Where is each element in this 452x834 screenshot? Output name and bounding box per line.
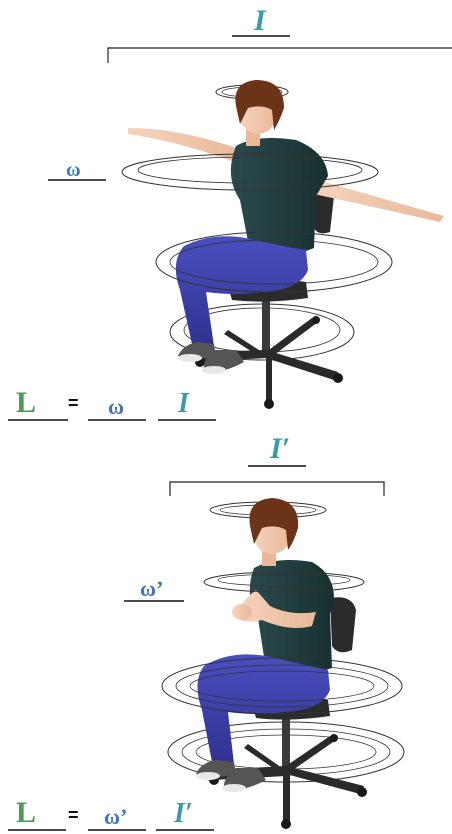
bottom-eq-L: L bbox=[16, 798, 36, 828]
top-eq-equals: = bbox=[68, 394, 79, 412]
bottom-inertia-bracket bbox=[170, 482, 384, 496]
top-right-arm bbox=[314, 180, 444, 222]
top-eq-I: I bbox=[178, 390, 189, 418]
top-left-arm bbox=[128, 128, 242, 164]
bottom-eq-I: I′ bbox=[174, 800, 193, 828]
bottom-omega-label: ω’ bbox=[140, 578, 163, 600]
top-inertia-bracket bbox=[108, 48, 452, 63]
bottom-eq-equals: = bbox=[68, 806, 79, 824]
top-figure bbox=[8, 36, 452, 420]
bottom-inertia-label: I′ bbox=[270, 434, 290, 464]
top-eq-omega: ω bbox=[108, 396, 124, 418]
bottom-eq-omega: ω’ bbox=[104, 806, 127, 828]
top-eq-L: L bbox=[16, 388, 36, 418]
top-inertia-label: I bbox=[254, 6, 266, 36]
bottom-figure bbox=[8, 466, 404, 830]
top-omega-label: ω bbox=[66, 160, 81, 180]
